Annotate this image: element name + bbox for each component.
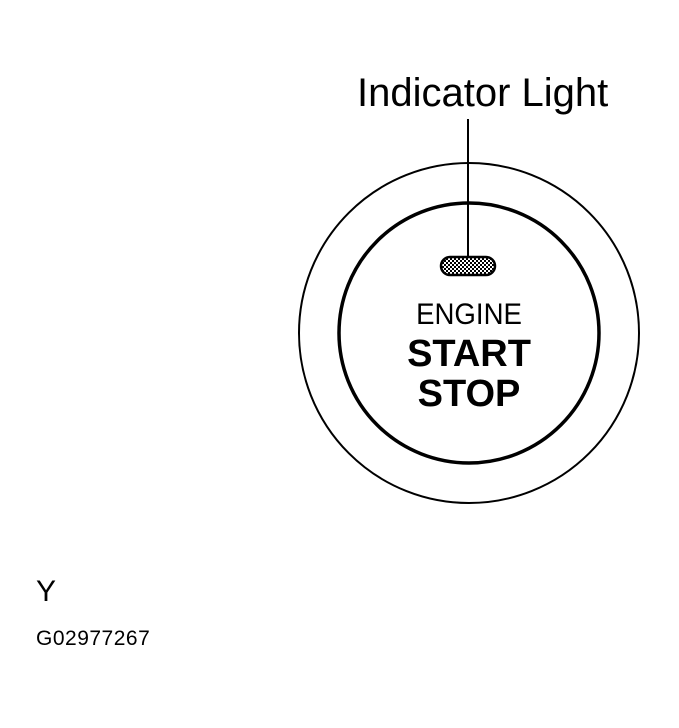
view-letter: Y xyxy=(36,575,57,608)
button-text-start: START xyxy=(407,333,531,375)
indicator-light xyxy=(439,255,497,277)
indicator-light-label: Indicator Light xyxy=(357,71,609,115)
figure-code: G02977267 xyxy=(36,627,151,650)
button-text-stop: STOP xyxy=(417,373,521,415)
button-text-engine: ENGINE xyxy=(416,298,522,331)
